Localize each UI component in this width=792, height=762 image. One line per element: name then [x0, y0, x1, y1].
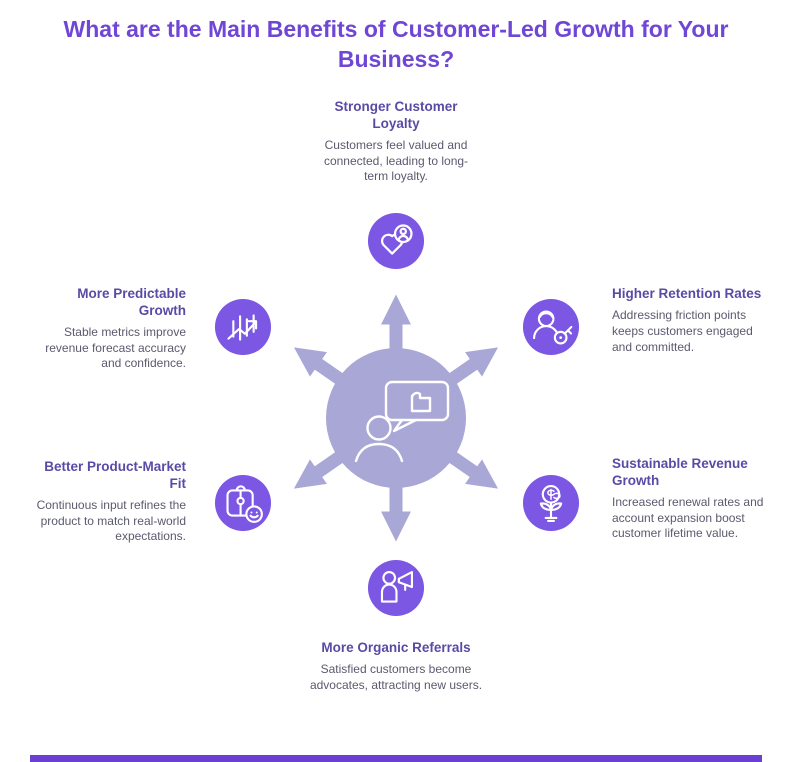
- benefit-node-predictable-growth: More Predictable Growth Stable metrics i…: [28, 286, 186, 372]
- revenue-growth-icon-circle: [522, 474, 580, 532]
- hub-arrows: [293, 294, 499, 542]
- benefit-node-revenue-growth: Sustainable Revenue Growth Increased ren…: [612, 456, 764, 542]
- benefit-heading-predictable-growth: More Predictable Growth: [77, 286, 186, 318]
- benefit-heading-revenue-growth: Sustainable Revenue Growth: [612, 456, 748, 488]
- benefit-node-referrals: More Organic Referrals Satisfied custome…: [308, 640, 484, 694]
- benefit-heading-loyalty: Stronger Customer Loyalty: [334, 99, 458, 131]
- person-megaphone-icon: [367, 559, 425, 617]
- puzzle-smiley-icon: [214, 474, 272, 532]
- product-fit-icon-circle: [214, 474, 272, 532]
- person-key-icon: [522, 298, 580, 356]
- candlestick-growth-icon: [214, 298, 272, 356]
- benefit-node-product-fit: Better Product-Market Fit Continuous inp…: [28, 459, 186, 545]
- benefit-node-loyalty: Stronger Customer Loyalty Customers feel…: [314, 99, 478, 185]
- heart-member-icon: [367, 212, 425, 270]
- predictable-growth-icon-circle: [214, 298, 272, 356]
- benefit-description-retention: Addressing friction points keeps custome…: [612, 307, 753, 354]
- loyalty-icon-circle: [367, 212, 425, 270]
- benefit-heading-retention: Higher Retention Rates: [612, 286, 762, 301]
- benefit-description-referrals: Satisfied customers become advocates, at…: [309, 661, 483, 692]
- retention-icon-circle: [522, 298, 580, 356]
- benefit-heading-referrals: More Organic Referrals: [321, 640, 471, 655]
- hub-circle: [326, 348, 466, 488]
- benefit-description-revenue-growth: Increased renewal rates and account expa…: [612, 494, 764, 541]
- benefit-node-retention: Higher Retention Rates Addressing fricti…: [612, 286, 764, 355]
- benefit-description-loyalty: Customers feel valued and connected, lea…: [323, 137, 469, 184]
- benefit-heading-product-fit: Better Product-Market Fit: [44, 459, 186, 491]
- footer-bar: [30, 755, 762, 762]
- benefit-description-product-fit: Continuous input refines the product to …: [36, 497, 186, 544]
- page-title: What are the Main Benefits of Customer-L…: [63, 16, 729, 73]
- referrals-icon-circle: [367, 559, 425, 617]
- benefit-description-predictable-growth: Stable metrics improve revenue forecast …: [45, 324, 186, 371]
- money-plant-icon: [522, 474, 580, 532]
- person-feedback-bubble-icon: [354, 380, 450, 463]
